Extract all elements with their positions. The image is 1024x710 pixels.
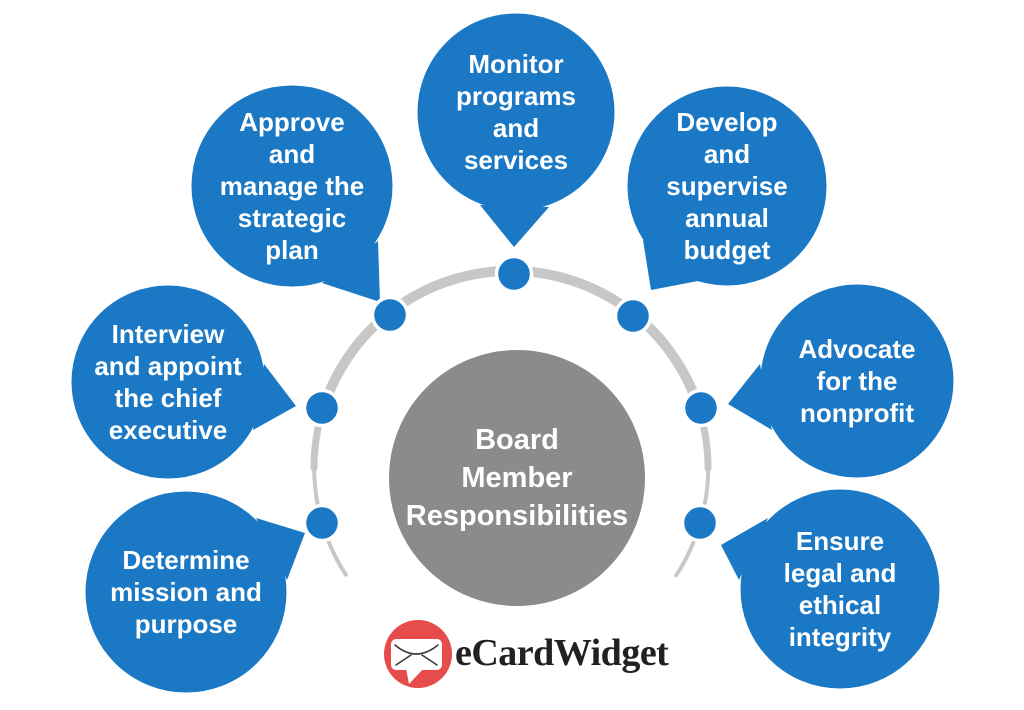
- arc-node-dot-lower-right: [680, 503, 720, 543]
- arc-node-dot-top: [494, 254, 534, 294]
- arc-node-dot-upper-left: [370, 295, 410, 335]
- bubble-shape-develop: [624, 83, 830, 292]
- envelope-icon: [394, 644, 439, 666]
- bubble-shape-interview: [68, 282, 298, 482]
- arc-node-dot-upper-right: [613, 296, 653, 336]
- arc-node-dot-right: [681, 388, 721, 428]
- bubble-shape-ensure: [719, 486, 943, 692]
- logo-speech-tail: [406, 668, 424, 684]
- arc-node-dot-lower-left: [302, 503, 342, 543]
- bubble-shape-determine: [82, 488, 307, 696]
- bubble-shape-monitor: [414, 10, 618, 249]
- logo-mark: [384, 620, 452, 688]
- bubble-shape-advocate: [726, 281, 957, 481]
- bubble-shapes: [68, 10, 957, 696]
- bubble-shape-approve: [188, 82, 396, 304]
- arc-node-dots: [302, 254, 721, 543]
- center-circle: [385, 346, 649, 610]
- arc-node-dot-left: [302, 388, 342, 428]
